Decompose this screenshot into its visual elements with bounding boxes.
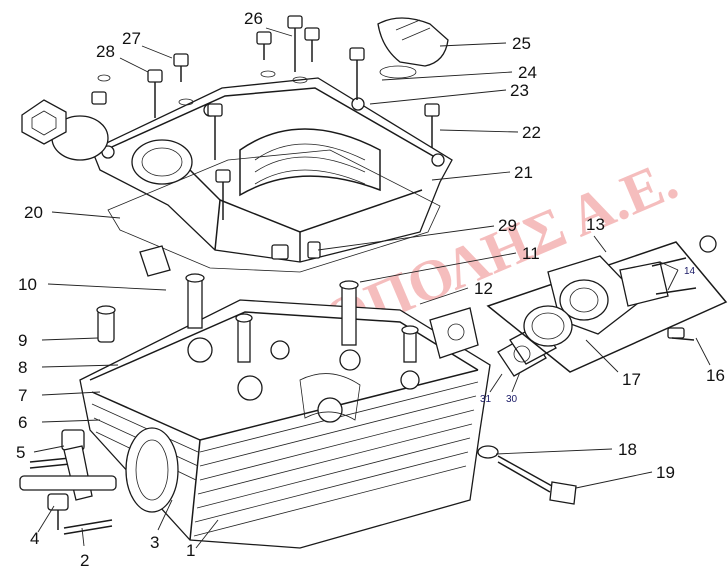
callout-31: 31 bbox=[480, 394, 492, 405]
oil-filler-cap bbox=[21, 99, 109, 161]
callout-13: 13 bbox=[586, 215, 605, 234]
callout-3: 3 bbox=[150, 533, 159, 552]
leader-lines bbox=[33, 27, 711, 549]
callout-4: 4 bbox=[30, 529, 39, 548]
callout-20: 20 bbox=[24, 203, 43, 222]
callout-27: 27 bbox=[122, 29, 141, 48]
callout-9: 9 bbox=[18, 331, 27, 350]
callout-30: 30 bbox=[506, 394, 518, 405]
cover-gasket bbox=[107, 149, 441, 273]
intake-inset bbox=[486, 235, 728, 373]
callout-26: 26 bbox=[244, 9, 263, 28]
callout-18: 18 bbox=[618, 440, 637, 459]
callout-10: 10 bbox=[18, 275, 37, 294]
callout-22: 22 bbox=[522, 123, 541, 142]
callout-5: 5 bbox=[16, 443, 25, 462]
callout-19: 19 bbox=[656, 463, 675, 482]
callout-28: 28 bbox=[96, 42, 115, 61]
callout-11: 11 bbox=[522, 244, 540, 263]
callout-29: 29 bbox=[498, 216, 517, 235]
callout-labels: 1 2 3 4 5 6 7 8 9 10 11 12 13 14 16 17 1… bbox=[16, 9, 725, 570]
callout-24: 24 bbox=[518, 63, 537, 82]
right-bolts bbox=[477, 445, 577, 505]
callout-25: 25 bbox=[512, 34, 531, 53]
callout-17: 17 bbox=[622, 370, 641, 389]
callout-14: 14 bbox=[684, 266, 696, 277]
side-fasteners bbox=[19, 429, 117, 535]
callout-21: 21 bbox=[514, 163, 533, 182]
callout-2: 2 bbox=[80, 551, 89, 568]
cylinder-head bbox=[79, 299, 491, 549]
callout-1: 1 bbox=[186, 541, 195, 560]
head-studs bbox=[96, 241, 479, 363]
callout-7: 7 bbox=[18, 386, 27, 405]
callout-12: 12 bbox=[474, 279, 493, 298]
callout-8: 8 bbox=[18, 358, 27, 377]
valve-cover bbox=[91, 77, 453, 263]
callout-16: 16 bbox=[706, 366, 725, 385]
callout-6: 6 bbox=[18, 413, 27, 432]
cover-bolts bbox=[91, 15, 440, 260]
callout-23: 23 bbox=[510, 81, 529, 100]
inspection-cap bbox=[377, 17, 449, 79]
